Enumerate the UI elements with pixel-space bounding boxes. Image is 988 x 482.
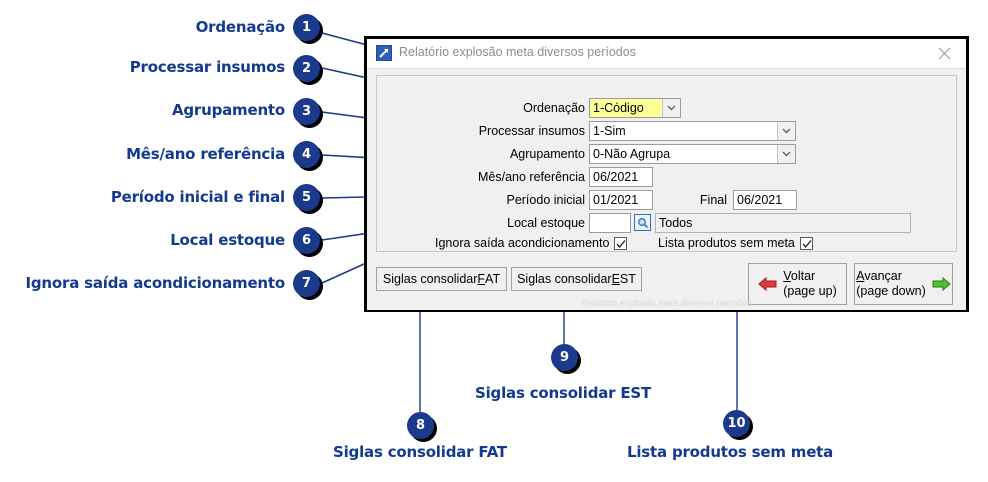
local-estoque-description: Todos bbox=[655, 213, 911, 233]
processar-insumos-combobox[interactable]: 1-Sim bbox=[589, 121, 796, 141]
ignora-saida-acondicionamento-checkbox[interactable]: Ignora saída acondicionamento bbox=[435, 236, 628, 250]
annotation-label-4: Mês/ano referência bbox=[126, 145, 285, 163]
siglas-est-accel: E bbox=[611, 272, 620, 286]
agrupamento-combobox[interactable]: 0-Não Agrupa bbox=[589, 144, 796, 164]
annotation-label-5: Período inicial e final bbox=[110, 188, 285, 206]
processar-insumos-label: Processar insumos bbox=[478, 124, 585, 138]
lista-produtos-sem-meta-label: Lista produtos sem meta bbox=[658, 236, 795, 250]
periodo-final-input[interactable]: 06/2021 bbox=[733, 190, 797, 210]
processar-insumos-value: 1-Sim bbox=[593, 124, 626, 138]
chevron-down-icon bbox=[777, 145, 795, 163]
lista-produtos-sem-meta-checkbox[interactable]: Lista produtos sem meta bbox=[658, 236, 813, 250]
mes-ano-referencia-input[interactable]: 06/2021 bbox=[589, 167, 653, 187]
annotation-badge-10: 10 bbox=[723, 410, 750, 437]
annotation-label-6: Local estoque bbox=[170, 231, 285, 249]
avancar-button[interactable]: Avançar (page down) bbox=[854, 263, 953, 305]
annotation-badge-9: 9 bbox=[551, 344, 578, 371]
annotation-badge-4: 4 bbox=[293, 141, 320, 168]
arrow-left-red-icon bbox=[758, 277, 777, 291]
arrow-right-green-icon bbox=[932, 277, 951, 291]
annotation-label-10: Lista produtos sem meta bbox=[627, 443, 834, 461]
ordenacao-combobox[interactable]: 1-Código bbox=[589, 98, 681, 118]
search-magnifier-icon[interactable] bbox=[634, 214, 651, 231]
voltar-button[interactable]: Voltar (page up) bbox=[748, 263, 847, 305]
report-dialog-window: Relatório explosão meta diversos período… bbox=[364, 36, 969, 312]
close-icon[interactable] bbox=[922, 39, 966, 67]
annotation-badge-7: 7 bbox=[293, 270, 320, 297]
local-estoque-label: Local estoque bbox=[507, 216, 585, 230]
agrupamento-label: Agrupamento bbox=[509, 147, 585, 161]
app-arrow-icon bbox=[376, 45, 392, 61]
annotation-badge-5: 5 bbox=[293, 184, 320, 211]
dialog-titlebar[interactable]: Relatório explosão meta diversos período… bbox=[367, 39, 966, 69]
ordenacao-value: 1-Código bbox=[590, 99, 662, 117]
dialog-bottom-caption: Relatório explosão meta diversos período… bbox=[581, 298, 752, 308]
voltar-sub: (page up) bbox=[783, 284, 837, 298]
avancar-accel: A bbox=[856, 269, 865, 283]
annotation-badge-2: 2 bbox=[293, 55, 320, 82]
annotation-label-2: Processar insumos bbox=[129, 58, 285, 76]
periodo-inicial-input[interactable]: 01/2021 bbox=[589, 190, 653, 210]
local-estoque-code-input[interactable] bbox=[589, 213, 631, 233]
agrupamento-value: 0-Não Agrupa bbox=[593, 147, 671, 161]
siglas-fat-pre: Siglas consolidar bbox=[382, 272, 478, 286]
chevron-down-icon bbox=[777, 122, 795, 140]
chevron-down-icon bbox=[662, 99, 680, 117]
annotation-badge-8: 8 bbox=[407, 412, 434, 439]
periodo-inicial-label: Período inicial bbox=[506, 193, 585, 207]
annotation-badge-3: 3 bbox=[293, 98, 320, 125]
voltar-accel: V bbox=[783, 269, 791, 283]
ignora-saida-acondicionamento-label: Ignora saída acondicionamento bbox=[435, 236, 610, 250]
annotation-badge-6: 6 bbox=[293, 227, 320, 254]
avancar-sub: (page down) bbox=[856, 284, 926, 298]
voltar-rest: oltar bbox=[790, 269, 816, 283]
checkbox-box bbox=[614, 236, 628, 250]
mes-ano-referencia-label: Mês/ano referência bbox=[477, 170, 585, 184]
siglas-est-pre: Siglas consolidar bbox=[517, 272, 612, 286]
avancar-rest: vançar bbox=[864, 269, 902, 283]
siglas-fat-post: AT bbox=[485, 272, 501, 286]
checkbox-box bbox=[799, 236, 813, 250]
annotation-label-1: Ordenação bbox=[195, 18, 286, 36]
annotation-label-7: Ignora saída acondicionamento bbox=[25, 274, 286, 292]
annotation-badge-1: 1 bbox=[293, 14, 320, 41]
annotation-label-9: Siglas consolidar EST bbox=[475, 384, 652, 402]
siglas-est-post: ST bbox=[619, 272, 636, 286]
siglas-fat-accel: F bbox=[477, 272, 486, 286]
annotation-label-3: Agrupamento bbox=[171, 101, 285, 119]
dialog-title: Relatório explosão meta diversos período… bbox=[399, 45, 636, 59]
annotation-label-8: Siglas consolidar FAT bbox=[333, 443, 507, 461]
dialog-body: Ordenação 1-Código Processar insumos 1-S… bbox=[367, 69, 966, 310]
periodo-final-label: Final bbox=[699, 193, 727, 207]
ordenacao-label: Ordenação bbox=[523, 101, 585, 115]
